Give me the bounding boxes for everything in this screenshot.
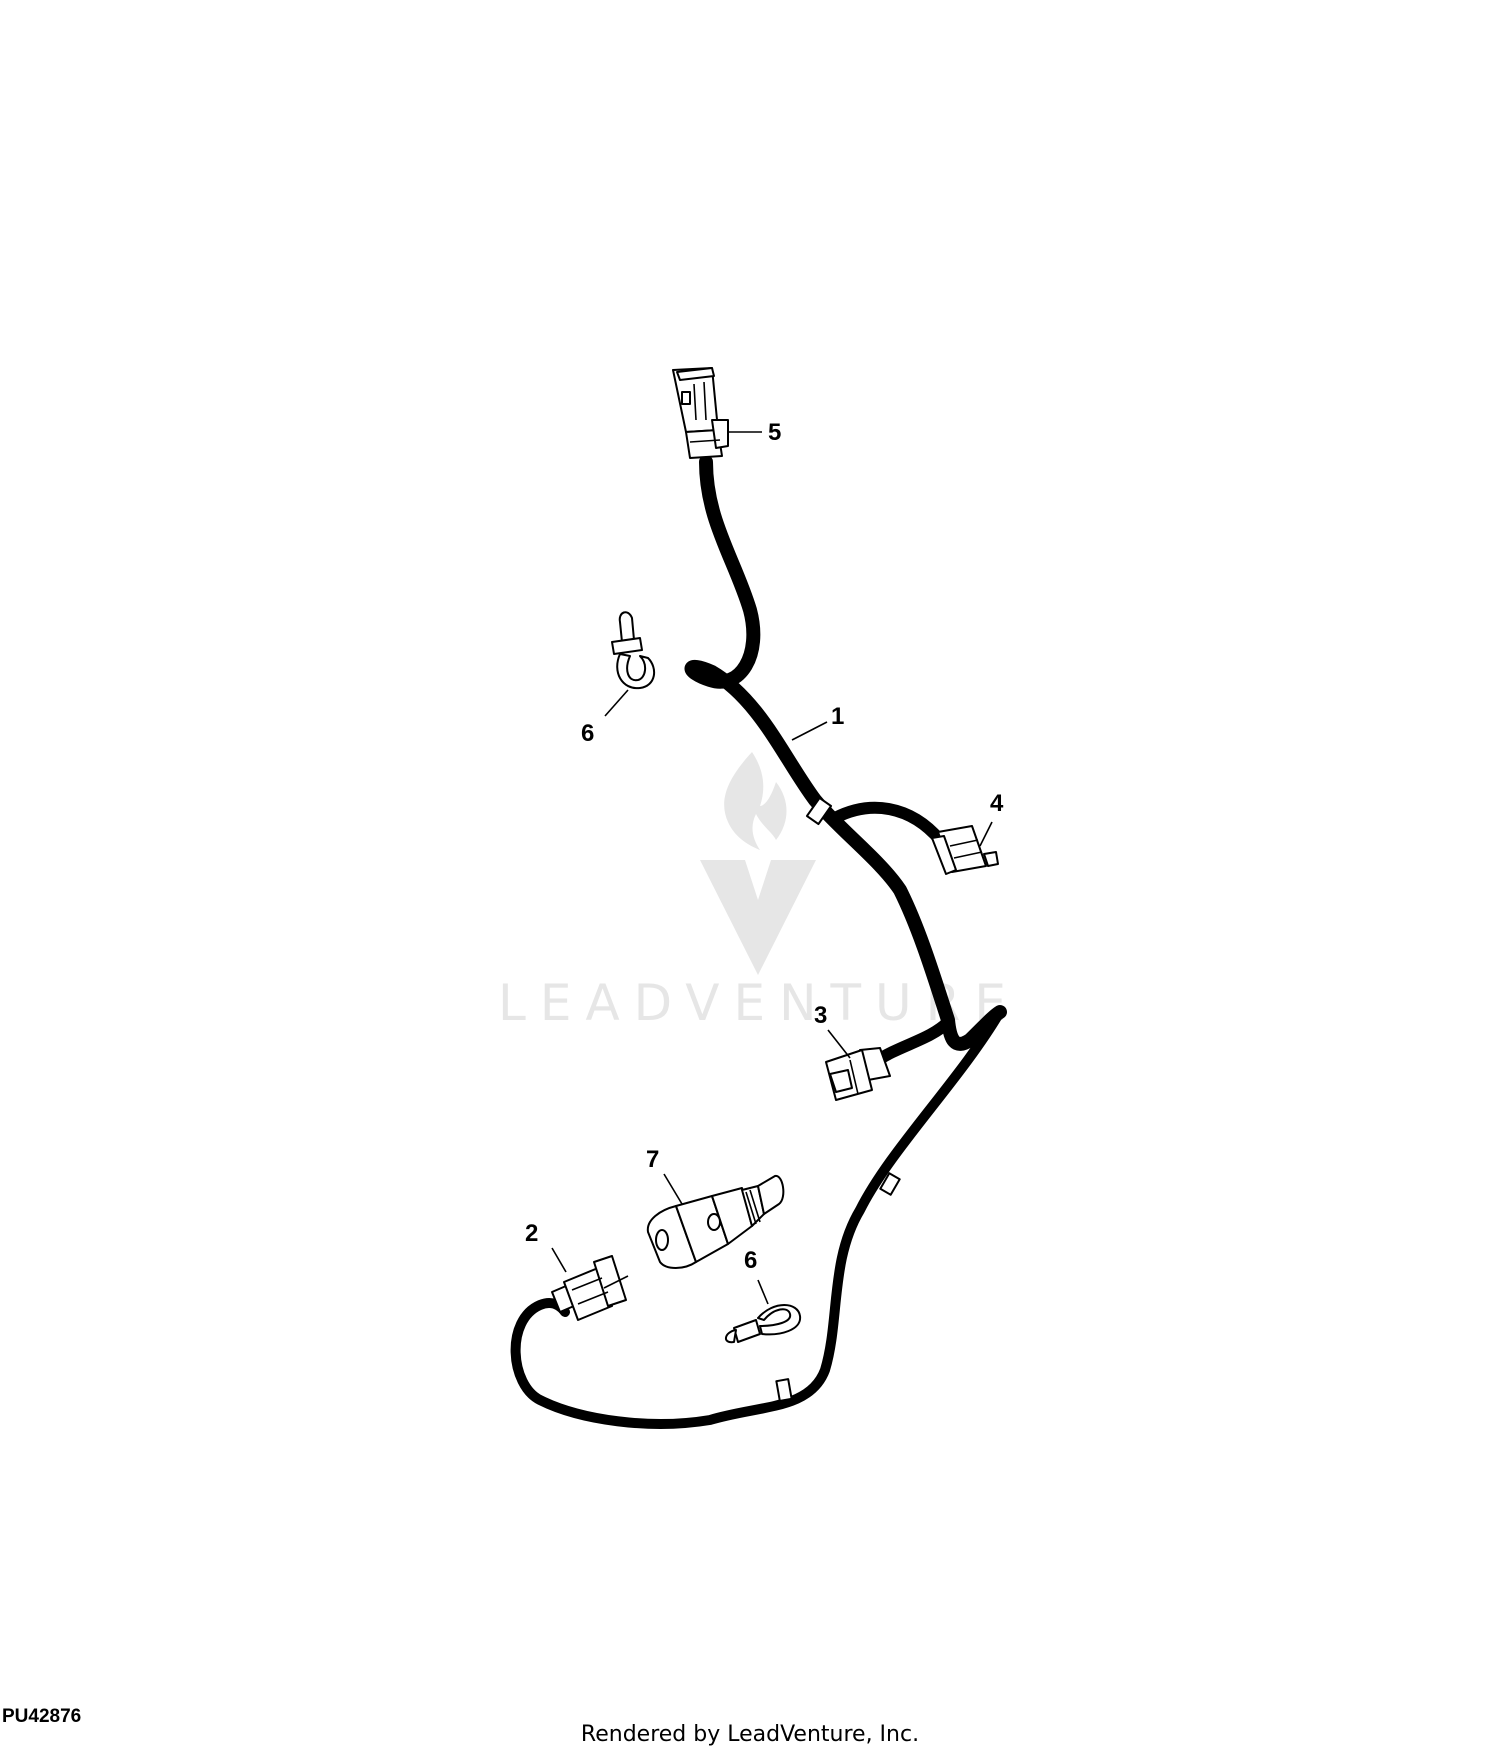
clamp-6-upper <box>611 611 656 690</box>
callout-5: 5 <box>768 419 781 446</box>
clamp-6-lower <box>725 1304 802 1344</box>
connector-4 <box>931 825 999 875</box>
sensor-7 <box>646 1175 785 1269</box>
callout-4: 4 <box>990 790 1004 817</box>
callout-6-lower: 6 <box>744 1247 757 1274</box>
callout-7: 7 <box>646 1146 659 1173</box>
callout-3: 3 <box>814 1002 827 1029</box>
callouts: 1 2 3 4 5 6 6 7 <box>525 419 1004 1274</box>
connector-5 <box>672 367 729 459</box>
connector-3 <box>825 1047 891 1101</box>
leader-lines <box>551 431 993 1305</box>
callout-6-upper: 6 <box>581 720 594 747</box>
leadventure-watermark: LEADVENTURE <box>498 752 1020 1032</box>
watermark-logo-icon <box>700 752 816 975</box>
callout-2: 2 <box>525 1220 538 1247</box>
callout-1: 1 <box>831 703 844 730</box>
watermark-text: LEADVENTURE <box>498 974 1020 1032</box>
connector-2 <box>551 1255 627 1321</box>
diagram-id-label: PU42876 <box>2 1706 82 1727</box>
footer-credit: Rendered by LeadVenture, Inc. <box>580 1722 920 1747</box>
